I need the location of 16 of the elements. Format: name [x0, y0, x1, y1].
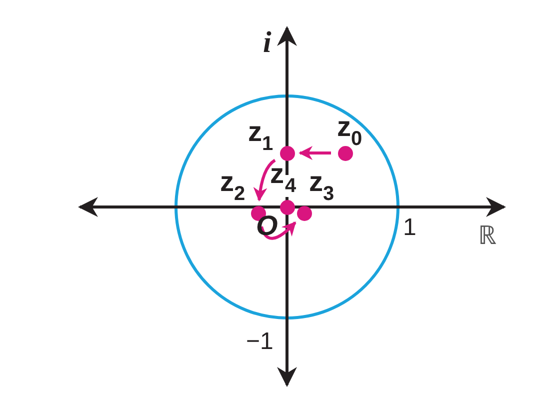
axis-label: ℝ — [478, 222, 497, 248]
point-label: z$_{2}$ — [220, 168, 246, 204]
arrow — [298, 146, 331, 160]
point-label: z$_{0}$ — [337, 113, 362, 149]
axis-label: i — [263, 28, 272, 58]
point-dot — [338, 146, 352, 160]
origin-label: O — [256, 212, 278, 240]
point-label: z$_{4}$ — [270, 160, 298, 196]
arrow — [260, 222, 296, 240]
point-dot — [280, 200, 294, 214]
arrow — [254, 158, 276, 202]
point-label: z$_{1}$ — [248, 118, 274, 154]
tick-label: −1 — [246, 330, 274, 354]
point-label: z$_{3}$ — [309, 168, 334, 204]
point-dot — [280, 146, 294, 160]
tick-label: 1 — [403, 216, 416, 240]
